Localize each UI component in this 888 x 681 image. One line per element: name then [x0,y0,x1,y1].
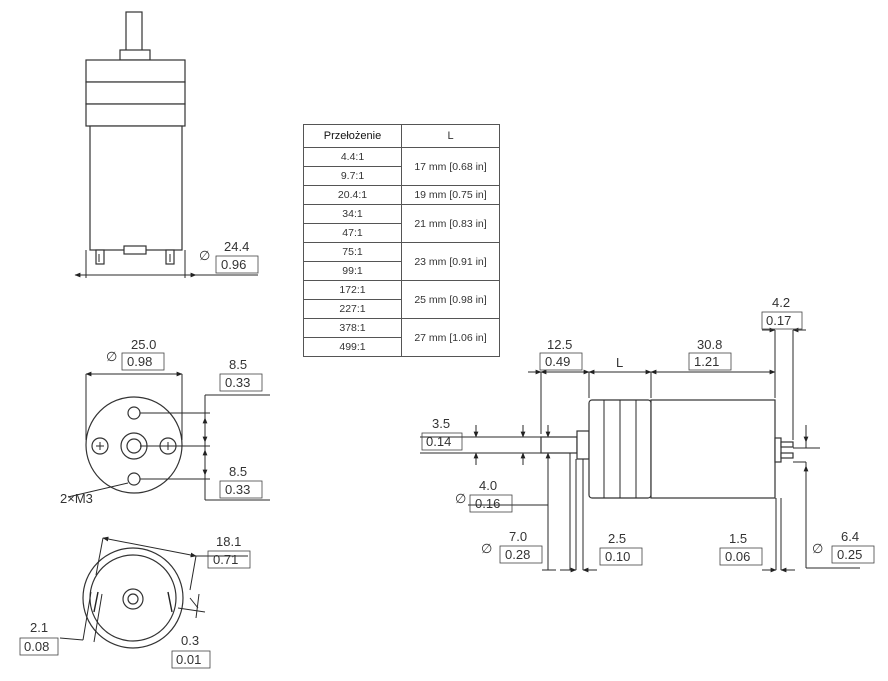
gearbox-diameter-dim: ∅ 25.0 0.98 [106,337,165,371]
gear-ratio-cell: 34:1 [303,204,402,224]
end-diameter-in: 0.25 [837,547,862,562]
gear-ratio-cell: 4.4:1 [303,147,402,167]
length-cell: 23 mm [0.91 in] [401,242,500,281]
body-diameter-mm: 24.4 [224,239,249,254]
gear-ratio-cell: 227:1 [303,299,402,319]
shaft-diameter-mm: 4.0 [479,478,497,493]
bushing-diameter-mm: 7.0 [509,529,527,544]
end-diameter-symbol: ∅ [812,541,823,556]
gearbox-diameter-mm: 25.0 [131,337,156,352]
hole-offset-top-mm: 8.5 [229,357,247,372]
motor-side-view [540,399,794,499]
shaft-diameter-dim: ∅ 4.0 0.16 [455,478,513,513]
end-cap-length-dim: 1.5 0.06 [719,531,763,566]
bushing-diameter-dim: ∅ 7.0 0.28 [481,529,543,564]
flat-small-in: 0.01 [176,652,201,667]
bushing-length-mm: 2.5 [608,531,626,546]
side-view-dim-lines [420,327,860,573]
flat-depth-in: 0.08 [24,639,49,654]
flat-small-mm: 0.3 [181,633,199,648]
shaft-diameter-symbol: ∅ [455,491,466,506]
hole-offset-top-dim: 8.5 0.33 [219,357,263,392]
bushing-diameter-in: 0.28 [505,547,530,562]
bushing-diameter-symbol: ∅ [481,541,492,556]
gear-ratio-cell: 47:1 [303,223,402,243]
gear-ratio-cell: 99:1 [303,261,402,281]
diameter-symbol: ∅ [199,248,210,263]
shaft-length-dim: 12.5 0.49 [539,337,583,371]
length-cell: 19 mm [0.75 in] [401,185,500,205]
body-diameter-in: 0.96 [221,257,246,272]
motor-length-mm: 30.8 [697,337,722,352]
body-diameter-dim: ∅ 24.4 0.96 [199,239,259,274]
end-cap-length-in: 0.06 [725,549,750,564]
table-header-ratio: Przełożenie [303,124,402,148]
gear-ratio-cell: 9.7:1 [303,166,402,186]
bushing-length-in: 0.10 [605,549,630,564]
terminal-length-mm: 4.2 [772,295,790,310]
length-cell: 17 mm [0.68 in] [401,147,500,186]
terminal-length-in: 0.17 [766,313,791,328]
shaft-flat-in: 0.14 [426,434,451,449]
shaft-flat-dim: 3.5 0.14 [421,416,463,451]
hole-offset-bottom-dim: 8.5 0.33 [219,464,263,499]
gear-ratio-cell: 172:1 [303,280,402,300]
end-diameter-mm: 6.4 [841,529,859,544]
gear-ratio-cell: 499:1 [303,337,402,357]
shaft-length-mm: 12.5 [547,337,572,352]
motor-rear-view [59,536,248,649]
shaft-flat-mm: 3.5 [432,416,450,431]
gear-ratio-cell: 75:1 [303,242,402,262]
gearbox-diameter-in: 0.98 [127,354,152,369]
table-row: 227:1 [303,299,500,319]
hole-offset-bottom-in: 0.33 [225,482,250,497]
end-diameter-dim: ∅ 6.4 0.25 [812,529,875,564]
terminal-length-dim: 4.2 0.17 [761,295,803,330]
flat-distance-dim: 18.1 0.71 [207,534,251,569]
length-cell: 21 mm [0.83 in] [401,204,500,243]
length-cell: 25 mm [0.98 in] [401,280,500,319]
length-cell: 27 mm [1.06 in] [401,318,500,357]
hole-offset-top-in: 0.33 [225,375,250,390]
flat-depth-mm: 2.1 [30,620,48,635]
flat-depth-dim: 2.1 0.08 [19,620,59,656]
gear-ratio-cell: 20.4:1 [303,185,402,205]
mount-holes-label: 2×M3 [60,491,93,506]
motor-length-in: 1.21 [694,354,719,369]
gearbox-length-label: L [616,355,623,370]
gearbox-diameter-symbol: ∅ [106,349,117,364]
table-row: 499:1 [303,337,500,357]
hole-offset-bottom-mm: 8.5 [229,464,247,479]
motor-length-dim: 30.8 1.21 [688,337,732,371]
bushing-length-dim: 2.5 0.10 [599,531,643,566]
table-header-length: L [401,124,500,148]
flat-distance-in: 0.71 [213,552,238,567]
flat-small-dim: 0.3 0.01 [171,633,211,669]
flat-distance-mm: 18.1 [216,534,241,549]
gear-ratio-cell: 378:1 [303,318,402,338]
motor-top-view [74,11,258,278]
shaft-diameter-in: 0.16 [475,496,500,511]
shaft-length-in: 0.49 [545,354,570,369]
gearbox-front-view [67,371,270,501]
end-cap-length-mm: 1.5 [729,531,747,546]
